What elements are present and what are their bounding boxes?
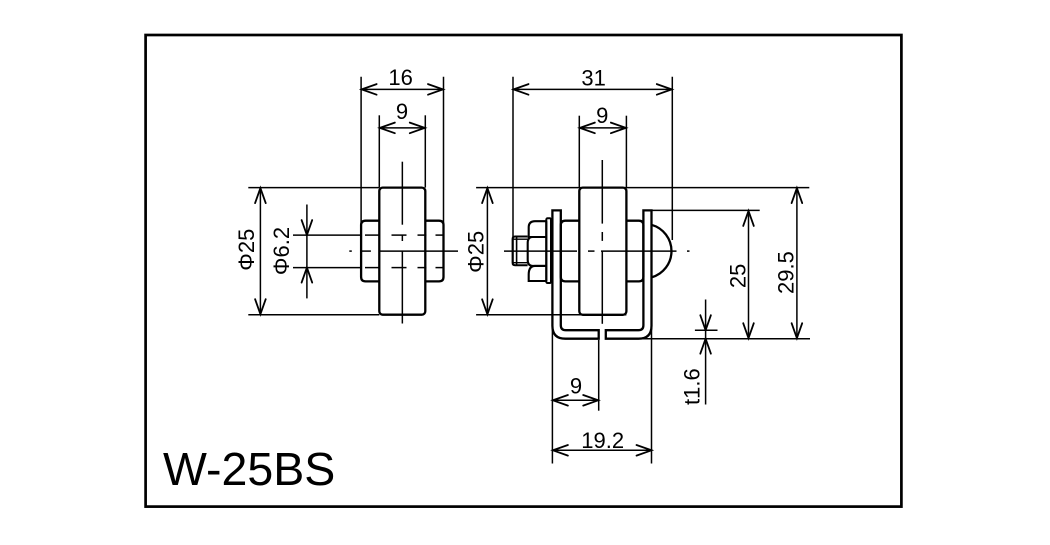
svg-text:25: 25 — [726, 264, 751, 288]
svg-text:9: 9 — [396, 99, 408, 124]
svg-text:Φ6.2: Φ6.2 — [269, 227, 294, 275]
svg-text:t1.6: t1.6 — [680, 368, 705, 405]
svg-text:W-25BS: W-25BS — [163, 443, 335, 495]
svg-text:16: 16 — [388, 65, 412, 90]
svg-text:Φ25: Φ25 — [234, 229, 259, 271]
svg-text:9: 9 — [570, 374, 582, 399]
svg-text:9: 9 — [596, 103, 608, 128]
svg-text:31: 31 — [581, 65, 605, 90]
svg-text:19.2: 19.2 — [581, 428, 624, 453]
svg-text:Φ25: Φ25 — [464, 231, 489, 273]
svg-text:29.5: 29.5 — [774, 251, 799, 294]
